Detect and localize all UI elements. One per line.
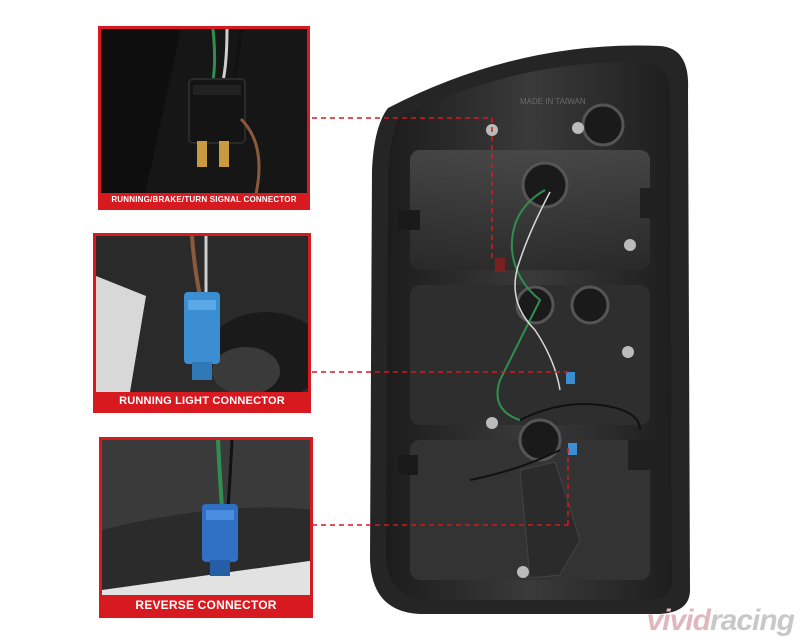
connector-photo-3 [102,440,310,615]
callout-reverse: REVERSE CONNECTOR [99,437,313,618]
callout-label: RUNNING/BRAKE/TURN SIGNAL CONNECTOR [101,193,307,207]
callout-label: REVERSE CONNECTOR [102,595,310,615]
callout-label: RUNNING LIGHT CONNECTOR [96,392,308,410]
callout-running-brake-turn: RUNNING/BRAKE/TURN SIGNAL CONNECTOR [98,26,310,210]
callout-running-light: RUNNING LIGHT CONNECTOR [93,233,311,413]
connector-photo-2 [96,236,308,410]
watermark-logo: vividracing [646,604,795,637]
housing-embossed-text: MADE IN TAIWAN [520,97,586,106]
connector-photo-1 [101,29,307,207]
